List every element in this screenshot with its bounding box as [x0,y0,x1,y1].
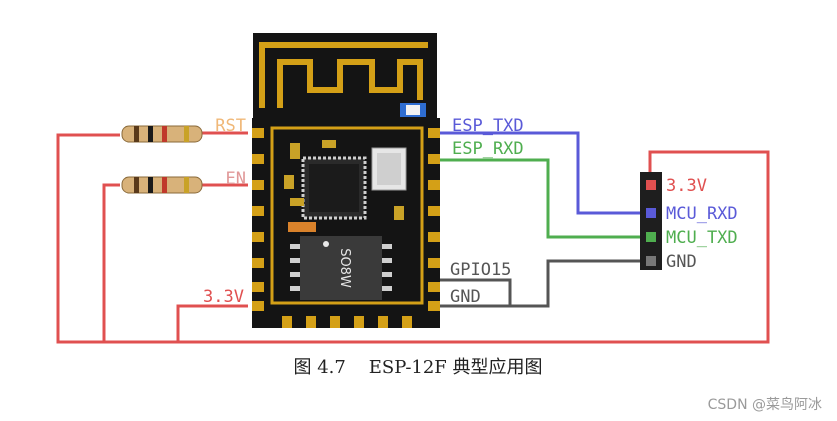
mcu-header-connector [640,172,662,270]
label-gnd-module: GND [450,287,481,307]
resistor-rst [121,125,203,143]
esp12f-module: SO8W [252,33,440,328]
label-esp-rxd: ESP_RXD [452,139,524,159]
pin-labels: RST EN 3.3V ESP_TXD ESP_RXD GPIO15 GND 3… [203,116,738,307]
figure-caption: 图 4.7 ESP-12F 典型应用图 [293,357,542,378]
rxd-wire [440,158,650,239]
label-gpio15: GPIO15 [450,260,511,280]
flash-chip-marking: SO8W [337,248,352,288]
label-esp-txd: ESP_TXD [452,116,524,136]
gnd-wire [440,259,650,308]
label-header-3v3: 3.3V [666,176,707,196]
pads-bottom [282,316,412,328]
resistor-en [121,176,203,194]
pads-right [428,128,440,311]
flash-chip: SO8W [290,236,392,300]
label-en: EN [226,169,246,189]
antenna-trace [259,42,428,108]
gpio15-wire [440,278,512,306]
power-wire-outer [178,150,770,344]
label-header-gnd: GND [666,252,697,272]
label-rst: RST [215,116,246,136]
txd-wire [440,131,650,215]
wires [56,131,770,344]
en-pullup-wire [102,183,120,342]
label-header-mcu-txd: MCU_TXD [666,228,738,248]
pads-left [252,128,264,311]
label-3v3-left: 3.3V [203,287,244,307]
watermark: CSDN @菜鸟阿冰 [708,397,822,413]
label-header-mcu-rxd: MCU_RXD [666,204,738,224]
power-wire-loop [56,133,248,344]
